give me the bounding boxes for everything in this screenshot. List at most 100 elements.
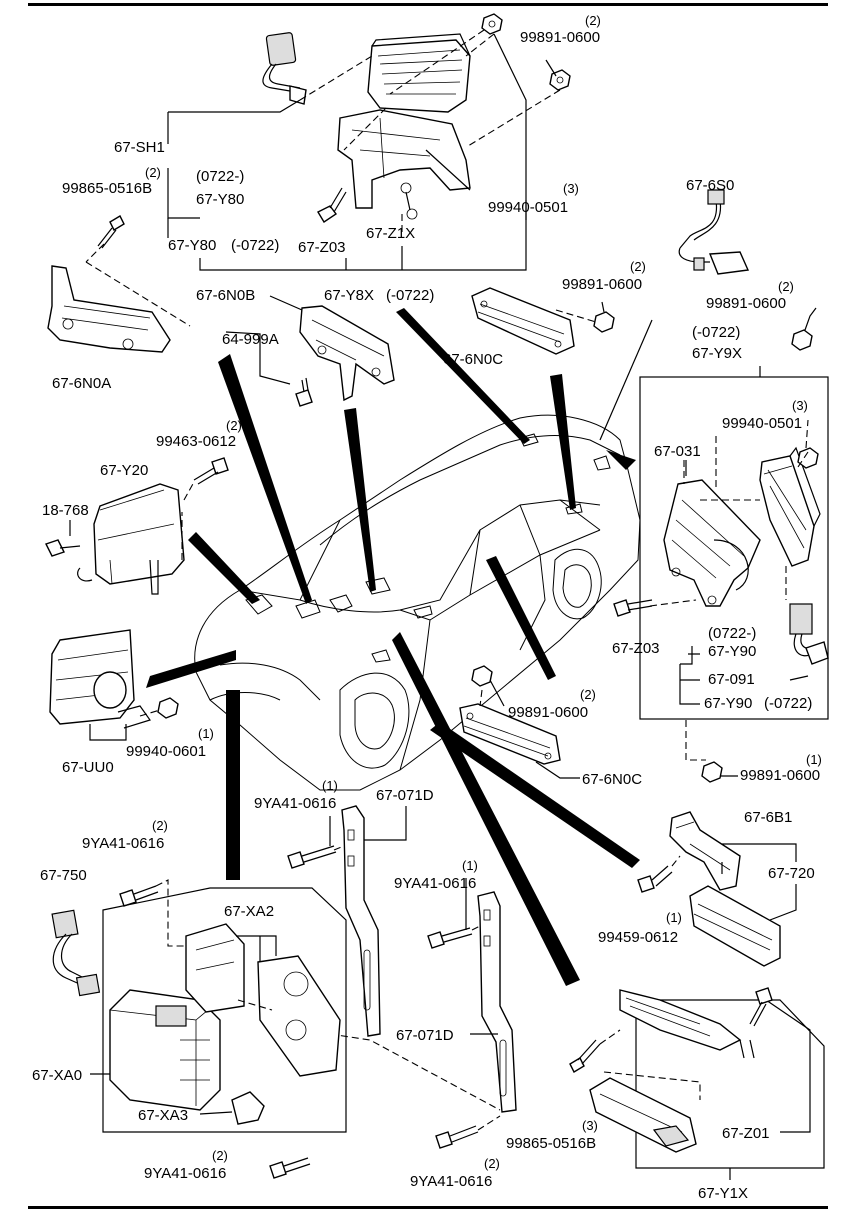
qty-f8: (2) — [580, 687, 596, 702]
pointer-wedges — [146, 308, 640, 986]
part-f1: 99891-0600 — [520, 29, 600, 46]
bracket-67-Z1X-drawing — [337, 109, 471, 220]
label-0722-a: (0722-) — [196, 168, 244, 185]
bolt-67-Z03-drawing — [317, 187, 347, 223]
qty-f11: (1) — [322, 778, 338, 793]
label-67-6N0C-bottom: 67-6N0C — [582, 771, 642, 788]
label-67-Y80-b: 67-Y80 — [168, 237, 216, 254]
bracket-67-6N0B-drawing — [225, 295, 395, 402]
part-f14: 99459-0612 — [598, 929, 678, 946]
bracket-67-071D-upper-drawing — [341, 805, 407, 1037]
nut-99891-0600-drawing-e — [701, 761, 723, 783]
label-67-Y80-a: 67-Y80 — [196, 191, 244, 208]
qty-f9: (1) — [198, 726, 214, 741]
module-67-Y80-drawing — [367, 33, 471, 113]
bolt-99463-0612-drawing — [193, 457, 229, 485]
label-64-999A: 64-999A — [222, 331, 279, 348]
bottom-rule — [28, 1206, 828, 1209]
nut-99940-0501-drawing-b — [797, 447, 819, 469]
qty-f16: (2) — [212, 1148, 228, 1163]
qty-f5: (2) — [778, 279, 794, 294]
qty-f7: (2) — [226, 418, 242, 433]
label-67-Y90-b: 67-Y90 — [704, 695, 752, 712]
part-f5: 99891-0600 — [706, 295, 786, 312]
part-f12: 9YA41-0616 — [82, 835, 164, 852]
cover-67-XA3-drawing — [199, 1091, 265, 1125]
bolt-67-Z03-drawing-b — [613, 599, 653, 617]
nut-99891-0600-drawing-a — [481, 13, 503, 35]
label-67-UU0: 67-UU0 — [62, 759, 114, 776]
part-f10: 99891-0600 — [740, 767, 820, 784]
label-67-Y8X-suffix: (-0722) — [386, 287, 434, 304]
label-67-Z1X: 67-Z1X — [366, 225, 415, 242]
label-67-XA2: 67-XA2 — [224, 903, 274, 920]
label-67-6B1: 67-6B1 — [744, 809, 792, 826]
top-rule — [28, 3, 828, 6]
bolt-99865-0516B-drawing-b — [569, 1029, 621, 1073]
qty-f17: (2) — [484, 1156, 500, 1171]
qty-f1: (2) — [585, 13, 601, 28]
module-67-6N0C-bottom-drawing — [459, 689, 580, 779]
label-67-Y1X: 67-Y1X — [698, 1185, 748, 1202]
qty-f13: (1) — [462, 858, 478, 873]
label-67-6S0: 67-6S0 — [686, 177, 734, 194]
qty-f10: (1) — [806, 752, 822, 767]
bolts-9YA41-0616-drawing — [119, 816, 501, 1179]
label-67-720: 67-720 — [768, 865, 815, 882]
label-67-6N0A: 67-6N0A — [52, 375, 111, 392]
label-18-768: 18-768 — [42, 502, 89, 519]
part-f9: 99940-0601 — [126, 743, 206, 760]
label-67-Y8X: 67-Y8X — [324, 287, 374, 304]
wiring-67-Z01-drawing — [619, 989, 811, 1133]
wiring-67-750-drawing — [51, 909, 101, 997]
label-67-Y90-a: 67-Y90 — [708, 643, 756, 660]
label-67-XA3: 67-XA3 — [138, 1107, 188, 1124]
part-f17: 9YA41-0616 — [410, 1173, 492, 1190]
leader-lines-top — [167, 29, 561, 271]
label-67-Z01: 67-Z01 — [722, 1125, 770, 1142]
nut-99891-0600-drawing-f — [471, 665, 505, 707]
module-67-XA0-drawing — [109, 989, 221, 1111]
qty-f3: (3) — [563, 181, 579, 196]
part-f6: 99940-0501 — [722, 415, 802, 432]
label-67-Y90-b-suffix: (-0722) — [764, 695, 812, 712]
qty-f6: (3) — [792, 398, 808, 413]
part-f11: 9YA41-0616 — [254, 795, 336, 812]
part-f4: 99891-0600 — [562, 276, 642, 293]
part-f15: 99865-0516B — [506, 1135, 596, 1152]
part-f2: 99865-0516B — [62, 180, 152, 197]
vehicle-outline — [194, 414, 641, 791]
label-67-Z03-a: 67-Z03 — [298, 239, 346, 256]
qty-f15: (3) — [582, 1118, 598, 1133]
qty-f4: (2) — [630, 259, 646, 274]
switch-67-UU0-drawing — [49, 629, 151, 741]
label-67-SH1: 67-SH1 — [114, 139, 165, 156]
part-f13: 9YA41-0616 — [394, 875, 476, 892]
label-67-071D-lower: 67-071D — [396, 1027, 454, 1044]
part-f16: 9YA41-0616 — [144, 1165, 226, 1182]
part-f8: 99891-0600 — [508, 704, 588, 721]
leader-lines-y9x — [649, 419, 809, 777]
screw-64-999A-drawing — [295, 377, 313, 407]
label-67-750: 67-750 — [40, 867, 87, 884]
label-67-071D-upper: 67-071D — [376, 787, 434, 804]
bolt-99459-0612-drawing — [637, 855, 681, 893]
module-67-6N0C-top-drawing — [471, 287, 597, 355]
buckle-67-Y1X-drawing — [589, 1077, 697, 1153]
nut-99891-0600-drawing-b — [549, 69, 571, 91]
module-67-Y20-drawing — [77, 481, 195, 595]
label-67-Y20: 67-Y20 — [100, 462, 148, 479]
module-67-Y90-drawing — [759, 446, 821, 567]
label-67-Y9X: 67-Y9X — [692, 345, 742, 362]
qty-f12: (2) — [152, 818, 168, 833]
label-y9x-prefix: (-0722) — [692, 324, 740, 341]
label-67-Z03-b: 67-Z03 — [612, 640, 660, 657]
bracket-67-071D-lower-drawing — [470, 891, 517, 1113]
label-67-6N0B: 67-6N0B — [196, 287, 255, 304]
label-67-6N0C-top: 67-6N0C — [443, 351, 503, 368]
bracket-67-6N0A-drawing — [47, 243, 191, 353]
label-67-XA0: 67-XA0 — [32, 1067, 82, 1084]
label-67-Y80-b-suffix: (-0722) — [231, 237, 279, 254]
